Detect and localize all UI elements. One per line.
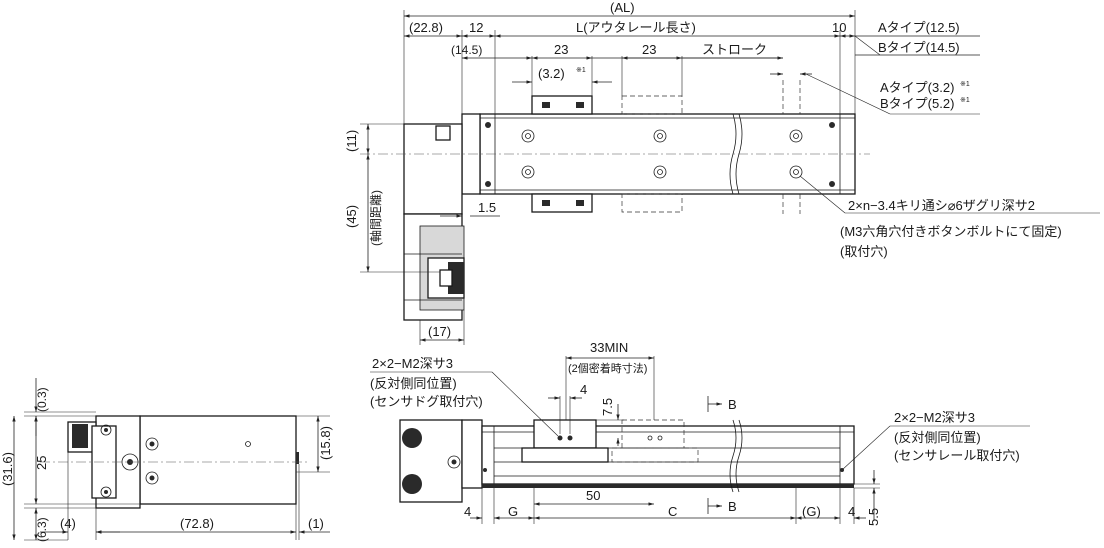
dim-4-top: 4 <box>580 382 587 397</box>
dim-31-6: (31.6) <box>0 452 15 486</box>
tap-left-line2: (反対側同位置) <box>370 376 457 391</box>
hole-note-line1: 2×n−3.4キリ通シ⌀6ザグリ深サ2 <box>848 198 1035 213</box>
dim-4-front-right: 4 <box>848 504 855 519</box>
dim-17: (17) <box>428 324 451 339</box>
axis-distance-label: (軸間距離) <box>369 190 383 246</box>
dim-45: (45) <box>344 205 359 228</box>
rail-end-screws <box>485 122 835 187</box>
stroke-label: ストローク <box>702 42 767 57</box>
labels: (AL) (22.8) 12 L(アウタレール長さ) 10 Aタイプ(12.5)… <box>0 0 1062 542</box>
dim-g-left: G <box>508 504 518 519</box>
section-b-top: B <box>728 397 737 412</box>
tap-right-line2: (反対側同位置) <box>894 430 981 445</box>
dim-22-8: (22.8) <box>409 20 443 35</box>
section-b-bottom: B <box>728 499 737 514</box>
dim-l-rail-length: L(アウタレール長さ) <box>576 20 696 35</box>
dim-7-5: 7.5 <box>600 398 615 416</box>
dim-c: C <box>668 504 677 519</box>
tap-right-line1: 2×2−M2深サ3 <box>894 410 975 425</box>
dim-12: 12 <box>469 20 483 35</box>
front-view <box>370 356 1030 524</box>
dim-25: 25 <box>34 456 49 470</box>
dim-33min: 33MIN <box>590 340 628 355</box>
dim-1-side: (1) <box>308 516 324 531</box>
dim-0-3: (0.3) <box>35 387 49 412</box>
dim-23-a: 23 <box>554 42 568 57</box>
dim-3-2: (3.2) <box>538 66 565 81</box>
tap-right-line3: (センサレール取付穴) <box>894 448 1020 463</box>
dim-10: 10 <box>832 20 846 35</box>
dim-5-5: 5.5 <box>866 508 881 526</box>
dim-23-b: 23 <box>642 42 656 57</box>
dim-11: (11) <box>344 130 359 152</box>
slider-block <box>533 419 597 449</box>
dim-4-front-left: 4 <box>464 504 471 519</box>
hole-note-line3: (取付穴) <box>840 244 888 259</box>
dim-72-8: (72.8) <box>180 516 214 531</box>
dim-33min-note: (2個密着時寸法) <box>568 361 647 375</box>
a-type-side-dim: Aタイプ(3.2) <box>880 80 954 95</box>
dim-15-8: (15.8) <box>318 426 333 460</box>
dim-50: 50 <box>586 488 600 503</box>
dim-14-5: (14.5) <box>451 43 482 57</box>
carriage-tab-bottom <box>531 193 593 213</box>
note-mark-3: ※1 <box>960 97 970 104</box>
dim-4-side: (4) <box>60 516 76 531</box>
note-mark-2: ※1 <box>960 81 970 88</box>
tap-left-line3: (センサドグ取付穴) <box>370 394 483 409</box>
dim-al: (AL) <box>610 0 635 15</box>
carriage-tab-top <box>531 95 593 115</box>
b-type-side-dim: Bタイプ(5.2) <box>880 96 954 111</box>
tap-left-line1: 2×2−M2深サ3 <box>372 356 453 371</box>
note-mark-1: ※1 <box>576 67 586 74</box>
side-view <box>12 378 330 541</box>
dim-g-right: (G) <box>802 504 821 519</box>
dim-1-5: 1.5 <box>478 200 496 215</box>
dim-6-3: (6.3) <box>35 517 49 542</box>
a-type-end-dim: Aタイプ(12.5) <box>878 20 960 35</box>
b-type-end-dim: Bタイプ(14.5) <box>878 40 960 55</box>
mounting-holes <box>521 129 803 179</box>
hole-note-line2: (M3六角穴付きボタンボルトにて固定) <box>840 224 1062 239</box>
top-view <box>360 10 1100 345</box>
